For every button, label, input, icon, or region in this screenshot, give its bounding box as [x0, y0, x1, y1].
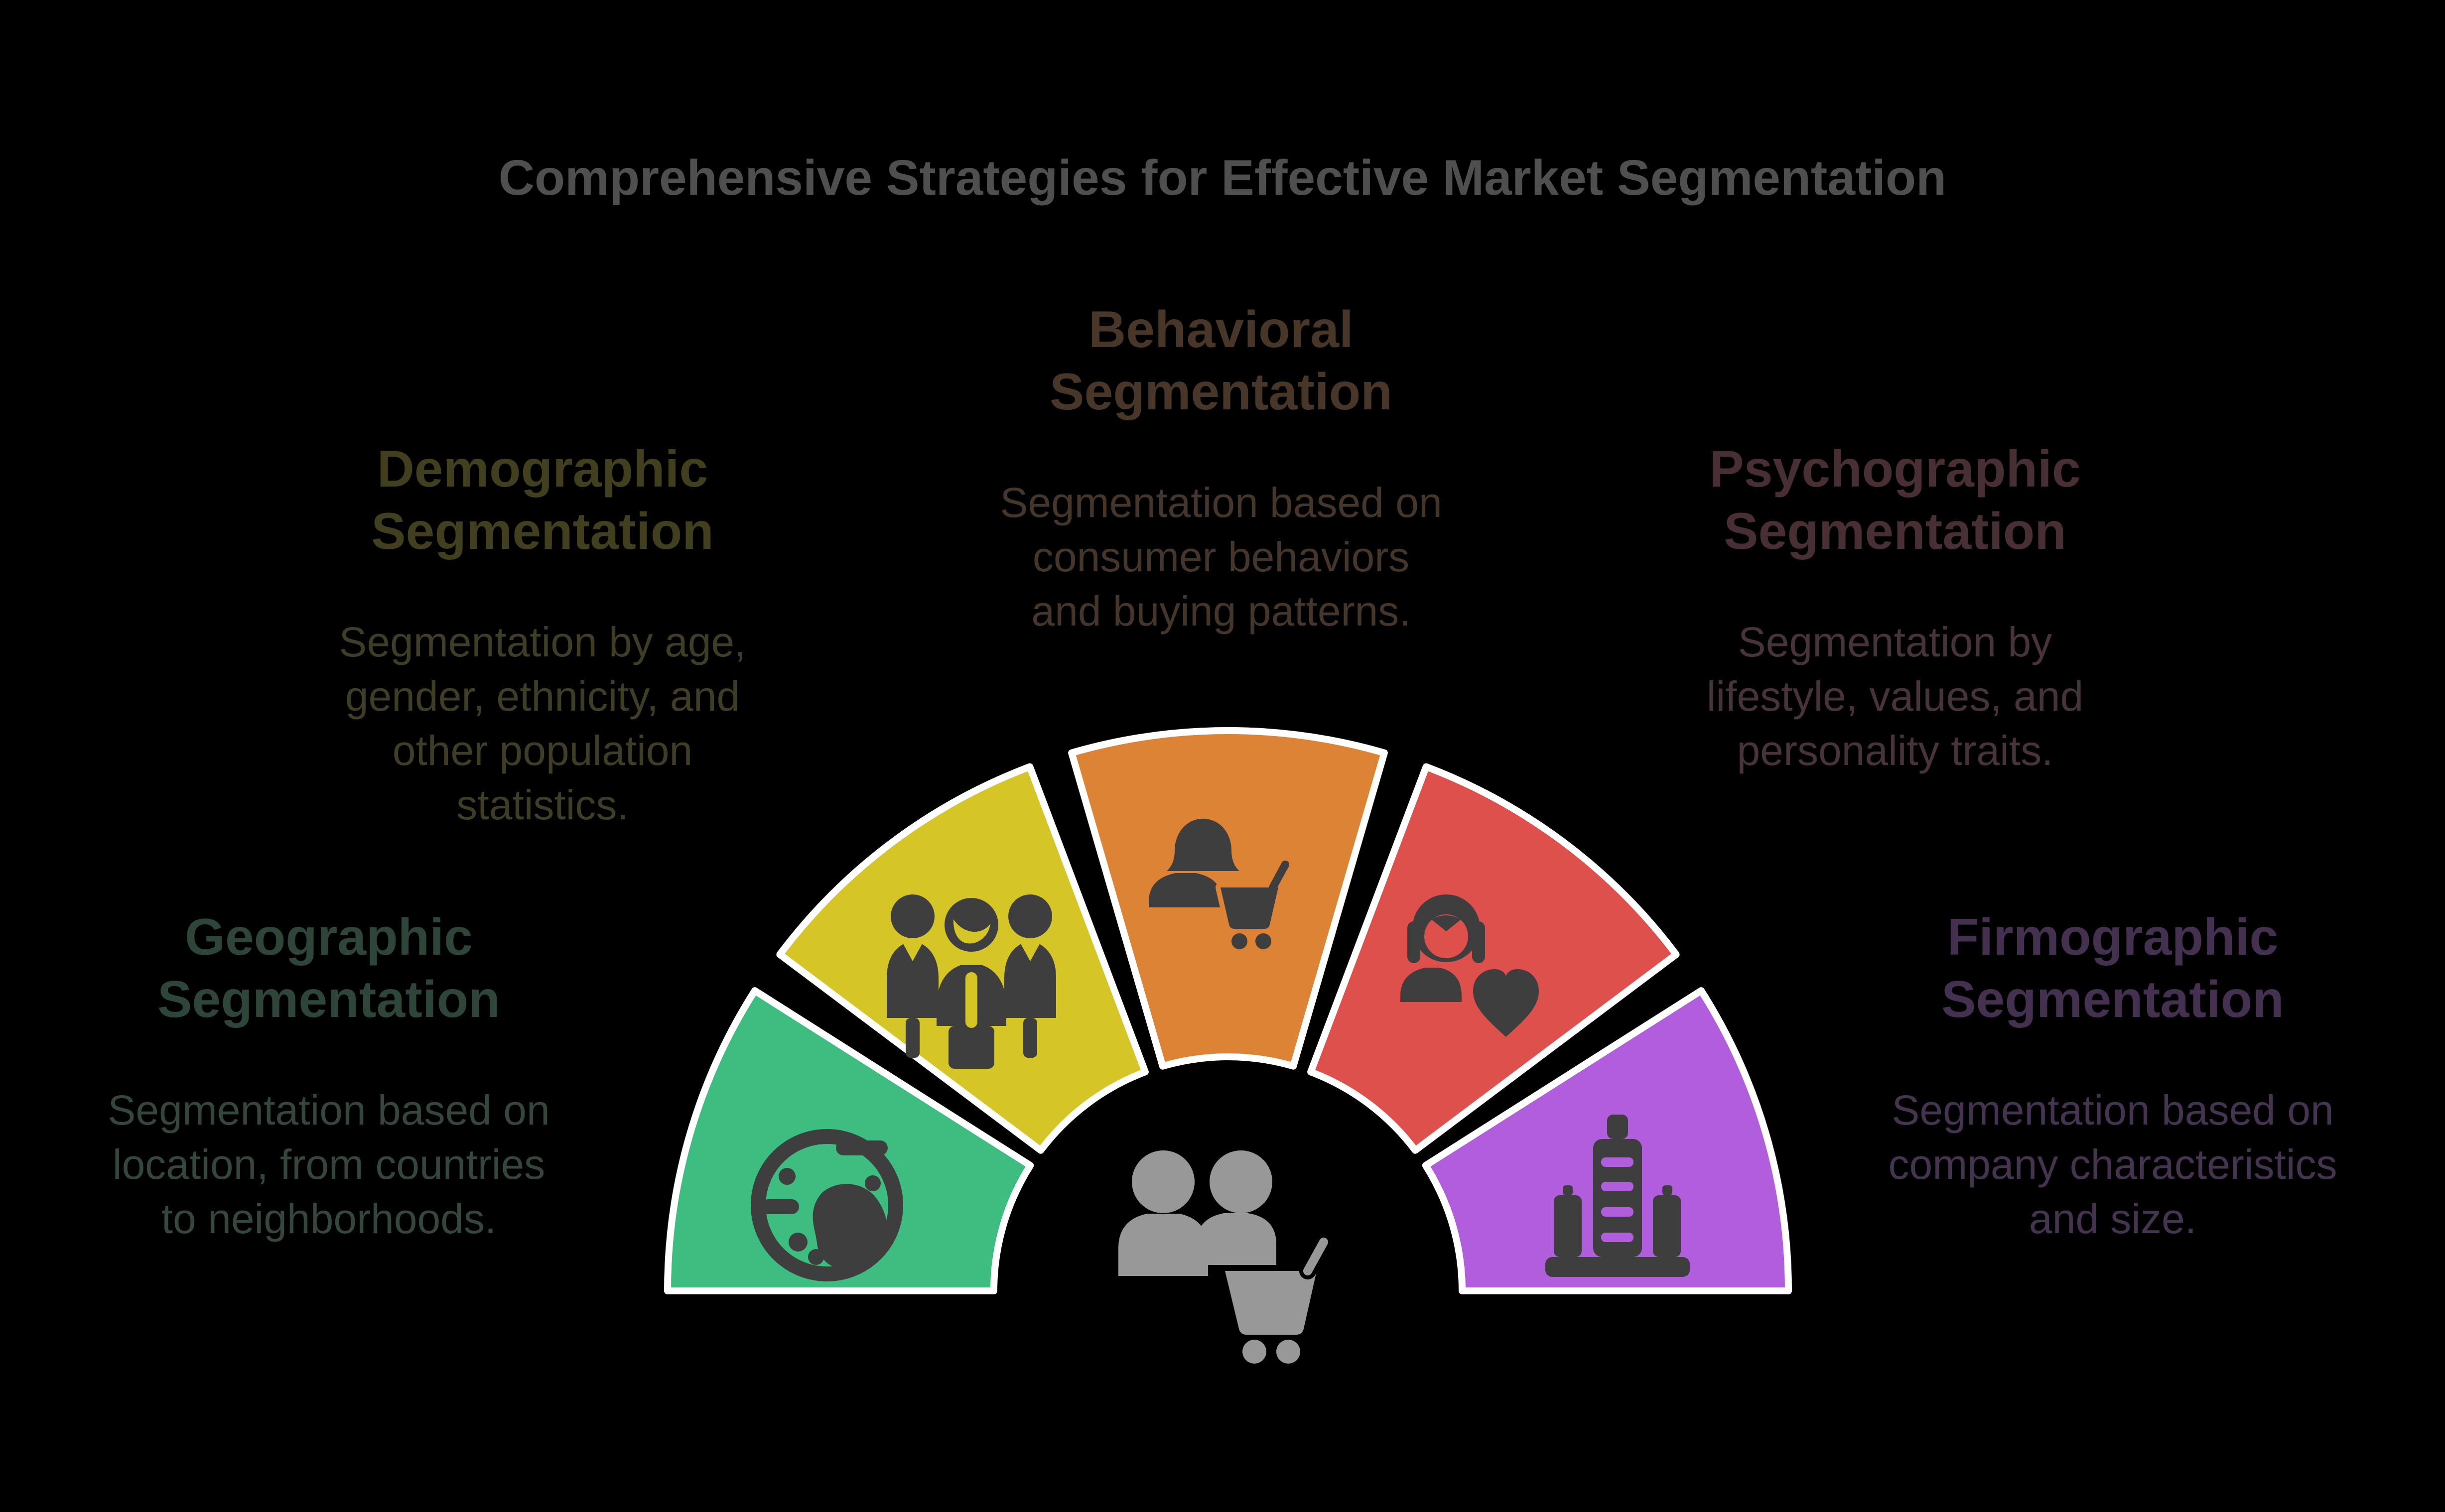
people-group-icon: [887, 894, 1056, 1069]
segment-label-demographic: Demographic Segmentation Segmentation by…: [194, 438, 891, 832]
geographic-description: Segmentation based on location, from cou…: [108, 1086, 550, 1242]
woman-shopper-cart-icon: [1149, 819, 1289, 949]
firmographic-description: Segmentation based on company characteri…: [1888, 1086, 2337, 1242]
page-title: Comprehensive Strategies for Effective M…: [498, 150, 1947, 206]
demographic-description: Segmentation by age, gender, ethnicity, …: [339, 618, 746, 829]
globe-icon: [751, 1129, 903, 1281]
segment-label-geographic: Geographic Segmentation Segmentation bas…: [0, 906, 658, 1246]
shoppers-with-cart-icon: [1118, 1150, 1332, 1364]
segment-label-psychographic: Psychographic Segmentation Segmentation …: [1546, 438, 2244, 778]
gauge-wedge-psychographic: [1307, 763, 1680, 1154]
behavioral-description: Segmentation based on consumer behaviors…: [1000, 479, 1442, 634]
psychographic-description: Segmentation by lifestyle, values, and p…: [1706, 618, 2084, 774]
behavioral-heading: Behavioral Segmentation: [1050, 301, 1392, 421]
demographic-heading: Demographic Segmentation: [371, 440, 714, 560]
woman-heart-icon: [1400, 894, 1543, 1041]
firmographic-heading: Firmographic Segmentation: [1941, 908, 2284, 1028]
segment-label-firmographic: Firmographic Segmentation Segmentation b…: [1764, 906, 2445, 1246]
gauge-wedge-demographic: [776, 763, 1149, 1154]
buildings-icon: [1545, 1115, 1690, 1277]
geographic-heading: Geographic Segmentation: [157, 908, 500, 1028]
psychographic-heading: Psychographic Segmentation: [1709, 440, 2081, 560]
segment-label-behavioral: Behavioral Segmentation Segmentation bas…: [872, 299, 1570, 638]
